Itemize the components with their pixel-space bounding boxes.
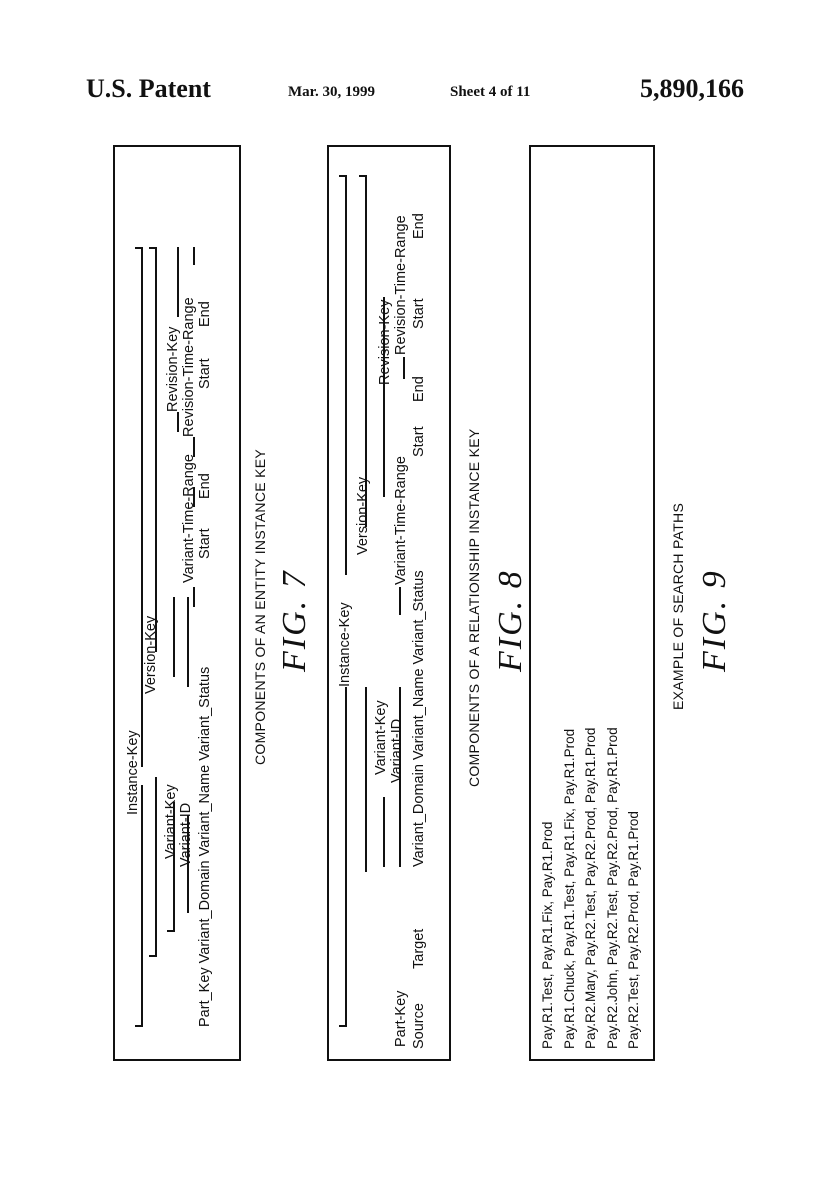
search-path-row: Pay.R1.Test, Pay.R1.Fix, Pay.R1.Prod: [540, 821, 555, 1049]
patent-number: 5,890,166: [640, 74, 744, 103]
fig7-version-key: Version-Key: [143, 615, 159, 694]
fig7-revision-time-range: Revision-Time-Range: [181, 297, 197, 437]
sheet-number: Sheet 4 of 11: [450, 84, 531, 100]
fig7-variant-key: Variant-Key: [163, 784, 179, 859]
fig8-revision-time-range: Revision-Time-Range: [393, 215, 409, 355]
fig8-panel: Instance-Key Version-Key Variant-Key Var…: [327, 145, 451, 1061]
fig9-label: FIG. 9: [696, 569, 733, 672]
fig8-source: Source: [411, 1003, 427, 1049]
fig8-variant-id: Variant-ID: [389, 718, 405, 783]
fig8-bottom-row: Variant_Domain Variant_Name Variant_Stat…: [411, 570, 427, 867]
fig9-caption: EXAMPLE OF SEARCH PATHS: [670, 502, 686, 710]
fig8-end-2: End: [411, 213, 427, 239]
fig8-target: Target: [411, 928, 427, 969]
fig7-caption: COMPONENTS OF AN ENTITY INSTANCE KEY: [252, 449, 268, 765]
fig9-panel: Pay.R1.Test, Pay.R1.Fix, Pay.R1.Prod Pay…: [529, 145, 655, 1061]
fig7-end-2: End: [197, 301, 213, 327]
fig7-end-1: End: [197, 473, 213, 499]
search-path-row: Pay.R2.Test, Pay.R2.Prod, Pay.R1.Prod: [626, 811, 641, 1049]
fig8-label: FIG. 8: [492, 569, 529, 672]
fig9-search-paths: Pay.R1.Test, Pay.R1.Fix, Pay.R1.Prod Pay…: [537, 727, 645, 1049]
fig8-start-1: Start: [411, 426, 427, 457]
fig7-revision-key: Revision-Key: [165, 326, 181, 412]
patent-date: Mar. 30, 1999: [288, 84, 375, 100]
fig8-start-2: Start: [411, 298, 427, 329]
fig7-variant-id: Variant-ID: [178, 802, 194, 867]
fig8-caption: COMPONENTS OF A RELATIONSHIP INSTANCE KE…: [466, 428, 482, 787]
fig7-variant-time-range: Variant-Time-Range: [181, 454, 197, 583]
patent-label: U.S. Patent: [86, 74, 211, 103]
fig8-version-key: Version-Key: [355, 476, 371, 555]
search-path-row: Pay.R2.Mary, Pay.R2.Test, Pay.R2.Prod, P…: [583, 727, 598, 1049]
fig7-bottom-row: Part_Key Variant_Domain Variant_Name Var…: [197, 666, 213, 1027]
fig8-variant-time-range: Variant-Time-Range: [393, 456, 409, 585]
fig7-label: FIG. 7: [276, 569, 313, 672]
fig7-start-2: Start: [197, 358, 213, 389]
fig8-variant-key: Variant-Key: [373, 700, 389, 775]
fig7-panel: Instance-Key Version-Key Variant-Key Var…: [113, 145, 241, 1061]
search-path-row: Pay.R1.Chuck, Pay.R1.Test, Pay.R1.Fix, P…: [561, 728, 577, 1049]
fig7-instance-key: Instance-Key: [125, 730, 141, 815]
fig8-instance-key: Instance-Key: [337, 602, 353, 687]
fig8-end-1: End: [411, 376, 427, 402]
search-path-row: Pay.R2.John, Pay.R2.Test, Pay.R2.Prod, P…: [604, 727, 620, 1049]
fig8-revision-key: Revision-Key: [377, 299, 393, 385]
fig8-part-key: Part-Key: [393, 990, 409, 1047]
fig7-start-1: Start: [197, 528, 213, 559]
